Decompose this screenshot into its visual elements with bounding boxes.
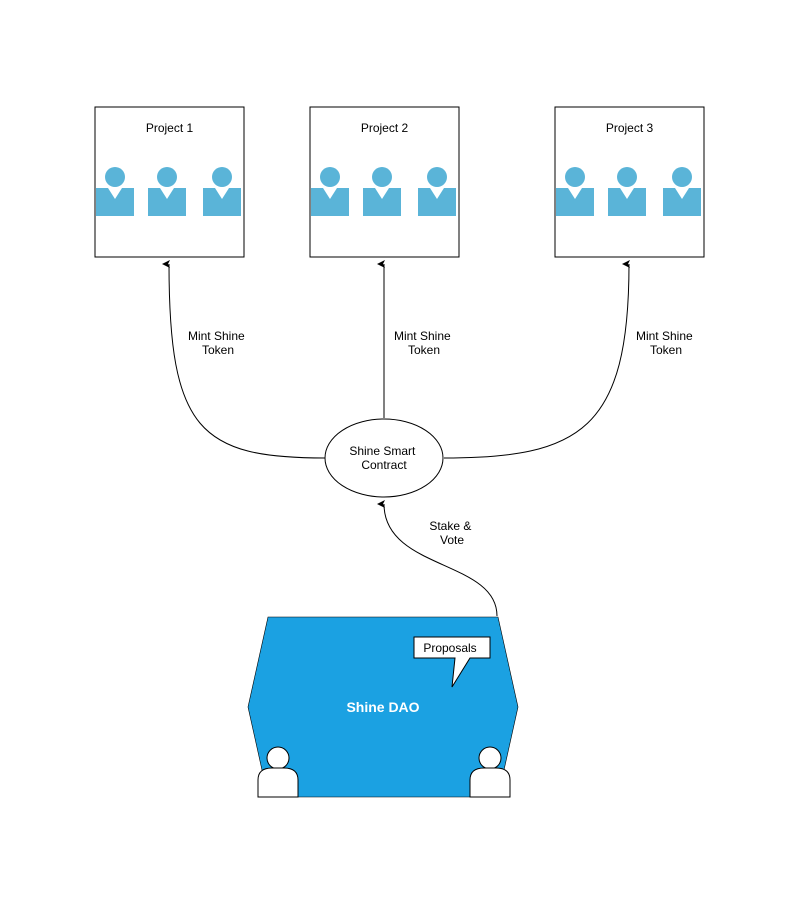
project-title-1: Project 1 — [146, 121, 194, 135]
dao-member-icon-left — [257, 746, 299, 798]
mint-label-3: Mint Shine Token — [636, 329, 696, 357]
dao-title: Shine DAO — [346, 699, 419, 715]
stake-vote-arrow — [377, 499, 498, 617]
project-title-3: Project 3 — [606, 121, 654, 135]
mint-arrow-3 — [443, 260, 631, 459]
smart-contract-label: Shine Smart Contract — [349, 444, 418, 472]
mint-label-2: Mint Shine Token — [394, 329, 454, 357]
project-box-3: Project 3 — [554, 106, 705, 258]
dao-member-icon-right — [469, 746, 511, 798]
smart-contract-node: Shine Smart Contract — [324, 418, 444, 498]
proposals-callout: Proposals — [413, 636, 491, 688]
shine-dao-node: Shine DAO Proposals — [247, 616, 519, 798]
project-box-2: Project 2 — [309, 106, 460, 258]
mint-arrow-1 — [162, 259, 326, 459]
proposals-label: Proposals — [423, 641, 476, 655]
mint-label-1: Mint Shine Token — [188, 329, 248, 357]
project-title-2: Project 2 — [361, 121, 409, 135]
project-box-1: Project 1 — [94, 106, 245, 258]
stake-vote-label: Stake & Vote — [429, 519, 474, 547]
